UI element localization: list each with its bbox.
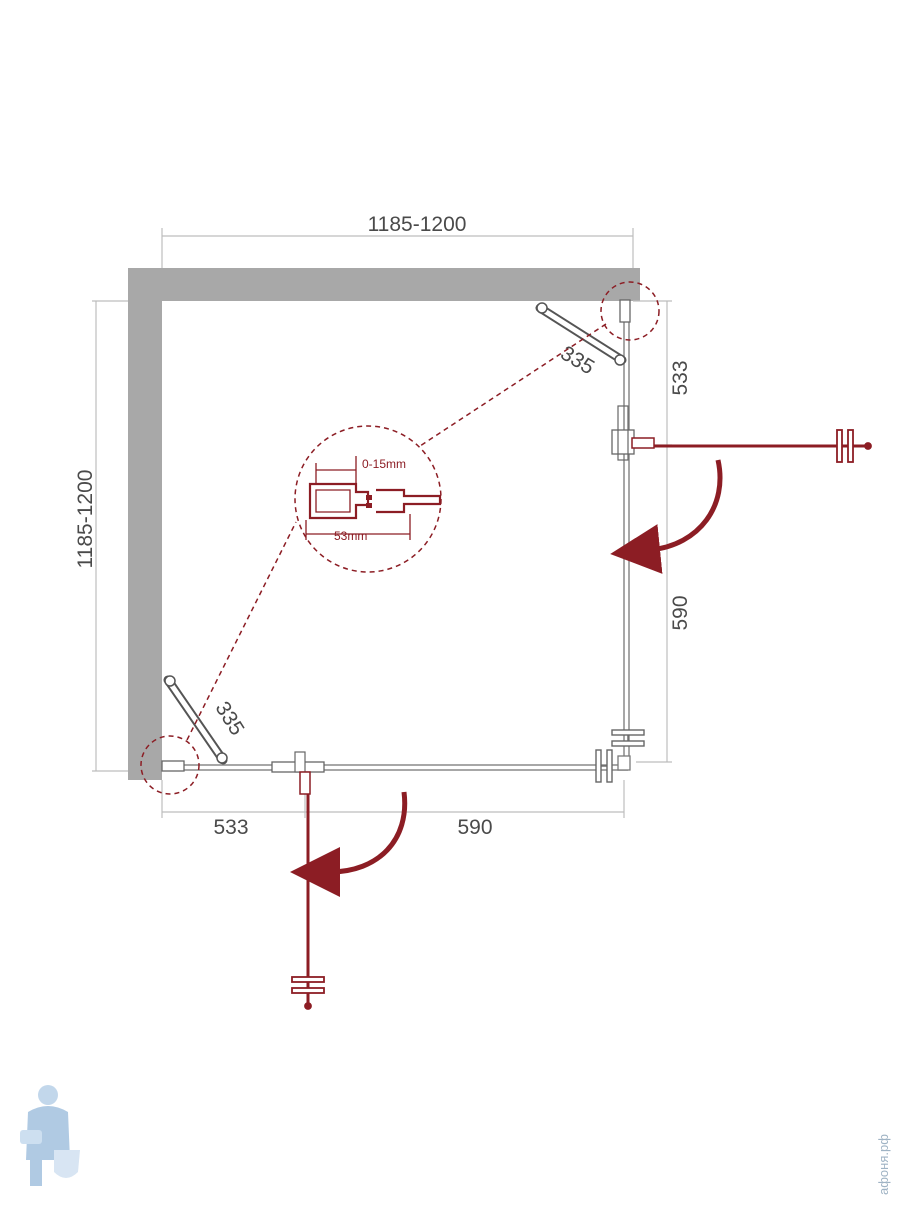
right-door-swing-arrow: [610, 459, 723, 574]
bottom-door-swing-arrow: [290, 791, 408, 897]
hinge-bottom-label: 335: [210, 698, 248, 740]
bottom-door-handle: [291, 976, 325, 1010]
profile-width-label: 53mm: [334, 529, 367, 543]
right-upper-label: 533: [669, 360, 692, 395]
top-detail-marker: [600, 281, 660, 341]
watermark-text: aфоня.рф: [876, 1134, 891, 1195]
detail-leader-bottom: [186, 521, 297, 741]
detail-leader-top: [419, 323, 607, 447]
top-dimension: [161, 228, 634, 268]
right-glass-panel: [623, 306, 630, 768]
right-door-open: [611, 405, 866, 461]
top-hinge-arm: [535, 302, 627, 366]
bottom-hinge-arm: [163, 675, 228, 765]
bottom-left-label: 533: [213, 816, 248, 839]
hinge-top-label: 335: [556, 342, 598, 380]
plumber-logo: [20, 1085, 80, 1186]
left-dimension: [92, 300, 128, 772]
right-lower-label: 590: [669, 595, 692, 630]
right-door-handle: [836, 429, 872, 463]
bottom-dimension: [161, 780, 625, 818]
bottom-door-open: [271, 751, 325, 1005]
right-fixed-handle: [611, 729, 645, 747]
bottom-detail-marker: [140, 735, 200, 795]
top-wall: [128, 268, 640, 301]
left-height-label: 1185-1200: [74, 470, 97, 569]
profile-detail: 0-15mm 53mm: [294, 425, 442, 573]
left-wall-profile: [161, 760, 185, 772]
left-wall: [128, 268, 162, 780]
bottom-glass-panel: [180, 764, 628, 771]
bottom-fixed-handle: [595, 749, 613, 783]
right-dimension: [633, 300, 672, 763]
adjustment-label: 0-15mm: [362, 457, 406, 471]
corner-bracket: [617, 755, 631, 771]
bottom-right-label: 590: [457, 816, 492, 839]
top-wall-profile: [619, 299, 631, 323]
top-width-label: 1185-1200: [368, 213, 467, 236]
